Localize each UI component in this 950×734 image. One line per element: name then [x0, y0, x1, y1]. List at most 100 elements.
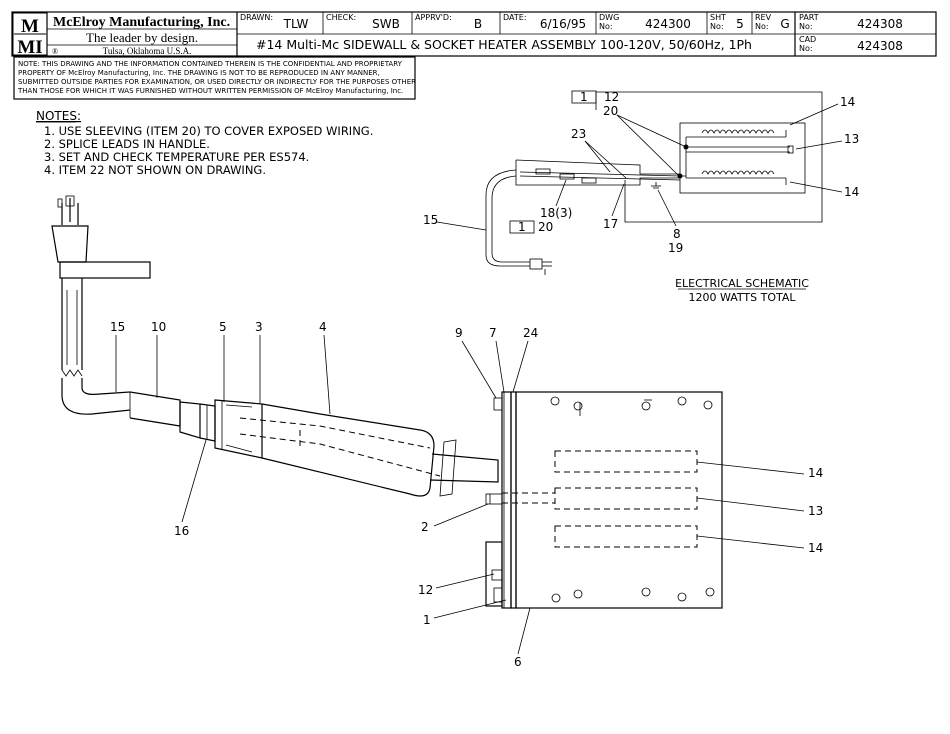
callout-12-schematic: 12 [604, 90, 619, 104]
callout-18-schematic: 18(3) [540, 206, 572, 220]
callout-16: 16 [174, 524, 189, 538]
sht-value: 5 [736, 17, 744, 31]
apprvd-value: B [474, 17, 482, 31]
check-label: CHECK: [326, 13, 356, 22]
callout-24: 24 [523, 326, 538, 340]
confidential-note: NOTE: THIS DRAWING AND THE INFORMATION C… [13, 56, 416, 100]
mount-bolt [485, 493, 503, 505]
heater-shaft [429, 453, 499, 483]
dwg-value: 424300 [645, 17, 691, 31]
callout-19-schematic: 19 [668, 241, 683, 255]
sht-label-2: No: [710, 22, 724, 31]
thermostat-knob [493, 397, 503, 411]
mount-hole-3 [641, 401, 651, 411]
callout-13-schematic: 13 [844, 132, 859, 146]
cad-label-1: CAD [799, 35, 816, 44]
note-flag-1 [571, 90, 597, 104]
check-value: SWB [372, 17, 400, 31]
flag-1-note: 1 [580, 90, 588, 104]
plug-body [529, 258, 543, 270]
cord-bend-inner [81, 378, 131, 395]
date-value: 6/16/95 [540, 17, 586, 31]
heater-coil-top [701, 129, 775, 134]
part-value: 424308 [857, 17, 903, 31]
callout-6: 6 [514, 655, 522, 669]
mount-hole-5 [703, 400, 713, 410]
logo-bottom-text: MI [17, 37, 42, 58]
callout-4: 4 [319, 320, 327, 334]
drawn-value: TLW [283, 17, 309, 31]
heater-coil-bottom [701, 170, 775, 175]
washer [439, 439, 457, 497]
thermostat-symbol [787, 145, 794, 154]
splice-2 [559, 173, 575, 180]
callout-15: 15 [110, 320, 125, 334]
callout-10: 10 [151, 320, 166, 334]
rev-label-1: REV [755, 13, 772, 22]
confidential-line-2: PROPERTY OF McElroy Manufacturing, Inc. … [18, 69, 380, 77]
heating-element-bottom [554, 525, 698, 548]
note-3: 3. SET AND CHECK TEMPERATURE PER ES574. [44, 150, 309, 164]
confidential-line-1: NOTE: THIS DRAWING AND THE INFORMATION C… [18, 60, 403, 68]
callout-20-flag: 20 [538, 220, 553, 234]
rev-label-2: No: [755, 22, 769, 31]
thermostat-element [554, 487, 698, 510]
heater-assembly [51, 195, 723, 609]
callout-12: 12 [418, 583, 433, 597]
company-logo: M MI [12, 12, 48, 58]
callout-1: 1 [423, 613, 431, 627]
date-label: DATE: [503, 13, 527, 22]
drawn-label: DRAWN: [240, 13, 273, 22]
drawing-title: #14 Multi-Mc SIDEWALL & SOCKET HEATER AS… [256, 37, 752, 52]
power-plug [51, 195, 151, 377]
callout-14-top: 14 [808, 466, 823, 480]
callout-2: 2 [421, 520, 429, 534]
notes-heading: NOTES: [36, 109, 81, 123]
sht-label-1: SHT [710, 13, 726, 22]
splice-1 [535, 168, 551, 175]
apprvd-label: APPRV'D: [415, 13, 452, 22]
splice-3 [581, 177, 597, 184]
mount-hole-2 [573, 401, 583, 411]
mount-hole-6 [551, 593, 561, 603]
callout-8-schematic: 8 [673, 227, 681, 241]
callout-3: 3 [255, 320, 263, 334]
callout-14-schematic-bottom: 14 [844, 185, 859, 199]
power-cord [129, 391, 181, 427]
callout-15-schematic: 15 [423, 213, 438, 227]
note-2: 2. SPLICE LEADS IN HANDLE. [44, 137, 210, 151]
company-location: Tulsa, Oklahoma U.S.A. [103, 46, 192, 56]
callout-7: 7 [489, 326, 497, 340]
title-block: M MI McElroy Manufacturing, Inc. The lea… [11, 11, 937, 58]
mount-hole-9 [677, 592, 687, 602]
ferrule [179, 401, 201, 439]
assembly-callouts: 15 10 5 3 4 9 7 24 16 2 12 1 6 14 13 14 [110, 320, 823, 669]
callout-14-schematic-top: 14 [840, 95, 855, 109]
flag-2-note: 1 [518, 220, 526, 234]
cord-bend-outer [61, 378, 131, 415]
company-name: McElroy Manufacturing, Inc. [53, 15, 230, 30]
platen-plate [501, 391, 512, 609]
note-4: 4. ITEM 22 NOT SHOWN ON DRAWING. [44, 163, 266, 177]
note-1: 1. USE SLEEVING (ITEM 20) TO COVER EXPOS… [44, 124, 373, 138]
logo-top-text: M [21, 16, 39, 37]
mount-hole-10 [705, 587, 715, 597]
registered-mark: ® [52, 47, 58, 56]
mount-hole-1 [550, 396, 560, 406]
schematic-caption-1: ELECTRICAL SCHEMATIC [675, 277, 809, 290]
dwg-label-2: No: [599, 22, 613, 31]
callout-23-schematic: 23 [571, 127, 586, 141]
callout-5: 5 [219, 320, 227, 334]
mount-hole-7 [573, 589, 583, 599]
nut [199, 403, 216, 442]
note-flag-2 [509, 220, 535, 234]
part-label-2: No: [799, 22, 813, 31]
callout-17-schematic: 17 [603, 217, 618, 231]
mount-hole-8 [641, 587, 651, 597]
cad-label-2: No: [799, 44, 813, 53]
callout-14-bottom: 14 [808, 541, 823, 555]
notes: NOTES: 1. USE SLEEVING (ITEM 20) TO COVE… [36, 109, 373, 177]
callout-9: 9 [455, 326, 463, 340]
